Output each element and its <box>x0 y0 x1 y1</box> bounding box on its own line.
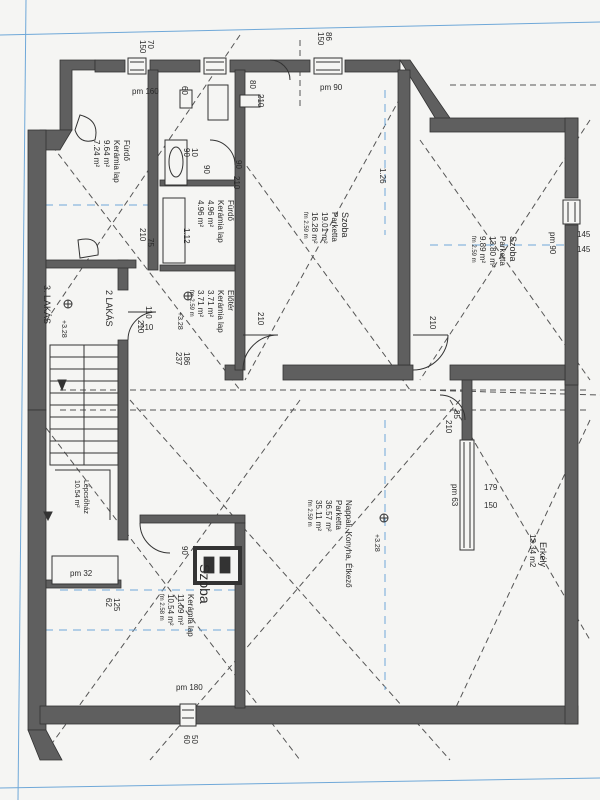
level-markers: +3.28 +3.28 +3.28 <box>60 291 389 552</box>
room-nappali-name: Nappali, Konyha, Étkező <box>344 500 353 588</box>
dim-145b: 145 <box>577 245 591 254</box>
dim-90c: 90 <box>202 165 211 174</box>
window-mark-pm90a: pm 90 <box>320 83 343 92</box>
room-szoba2-name: Szoba <box>508 236 518 262</box>
dimension-labels: 70 150 86 150 145 145 179 150 50 60 62 1… <box>104 32 591 744</box>
room-erkely-name: Erkély <box>538 542 548 568</box>
room-szoba3-area1: 11.09 m² <box>176 594 185 625</box>
room-eloter-area2: 3.71 m² <box>196 290 205 317</box>
room-erkely-area: 13.34 m2 <box>528 534 537 568</box>
room-nappali-floor: Parketta <box>334 500 343 530</box>
window-marks: pm 160 pm 90 pm 90 pm 63 pm 32 pm 180 <box>70 83 557 692</box>
dim-62: 62 <box>104 598 113 607</box>
svg-text:+3.28: +3.28 <box>60 320 67 338</box>
room-szoba2-area2: 9.89 m² <box>478 236 487 263</box>
windows <box>127 57 581 727</box>
dim-179: 179 <box>484 483 498 492</box>
dim-210e: 210 <box>232 176 241 190</box>
room-lepcso-name: Lépcsőház <box>82 480 89 514</box>
room-szoba1-height: fm 2.59 m <box>302 212 308 239</box>
fixtures <box>51 84 261 585</box>
room-furdo1-area1: 9.64 m² <box>102 140 111 167</box>
room-szoba3-name: Szoba <box>197 564 213 604</box>
ceiling-lines <box>45 90 570 690</box>
window-mark-pm160: pm 160 <box>132 87 159 96</box>
room-eloter-height: fm 2.59 m <box>188 290 194 317</box>
room-szoba2-area1: 13.80 m² <box>488 236 497 268</box>
dim-85: 85 <box>452 410 461 419</box>
dim-75: 75 <box>146 238 155 247</box>
room-lakas-value: 210 <box>140 323 154 332</box>
dim-210c: 210 <box>428 316 437 330</box>
dim-210d: 210 <box>138 228 147 242</box>
dim-90d: 90 <box>182 148 191 157</box>
level-marker-3: +3.28 <box>176 291 193 330</box>
dim-60: 60 <box>182 735 191 744</box>
dim-150c: 150 <box>484 501 498 510</box>
room-szoba3-floor: Kerámia lap <box>186 594 195 637</box>
dim-186: 186 <box>182 352 191 366</box>
walls <box>27 59 579 761</box>
room-furdo2-name: Fürdő <box>226 200 235 221</box>
room-lepcso-area: 10.54 m² <box>73 480 80 508</box>
dim-10: 10 <box>190 148 199 157</box>
room-furdo2-area1: 4.96 m² <box>206 200 215 227</box>
dim-60b: 60 <box>180 86 189 95</box>
window-mark-pm32: pm 32 <box>70 569 93 578</box>
level-marker-1: +3.28 <box>60 299 73 338</box>
window-mark-pm90b: pm 90 <box>548 232 557 255</box>
room-eloter-area1: 3.71 m² <box>206 290 215 317</box>
room-szoba1-floor: Parketta <box>330 212 339 242</box>
room-labels: Fürdő Kerámia lap 9.64 m² 7.24 m² Fürdő … <box>42 140 548 637</box>
dim-50: 50 <box>190 735 199 744</box>
dim-210g: 210 <box>444 420 453 434</box>
room-nappali-height: fm 2.59 m <box>306 500 312 527</box>
window-mark-pm63: pm 63 <box>450 484 459 507</box>
room-nappali-area1: 36.57 m² <box>324 500 333 532</box>
room-szoba2-height: fm 2.59 m <box>470 236 476 263</box>
room-eloter-floor: Kerámia lap <box>216 290 225 333</box>
room-furdo1-floor: Kerámia lap <box>112 140 121 183</box>
room-lakas3-name: 3. LAKÁS <box>42 285 52 324</box>
staircase <box>43 344 119 522</box>
dim-70: 70 <box>146 40 155 49</box>
room-furdo2-area2: 4.96 m² <box>196 200 205 227</box>
dim-210f: 210 <box>256 94 265 108</box>
dim-86: 86 <box>324 32 333 41</box>
room-eloter-name: Előtér <box>226 290 235 311</box>
dim-110: 110 <box>144 306 153 319</box>
dim-237: 237 <box>174 352 183 366</box>
level-marker-2: +3.28 <box>373 513 389 552</box>
room-furdo1-area2: 7.24 m² <box>92 140 101 167</box>
dim-90a: 90 <box>234 160 243 169</box>
room-nappali-area2: 35.11 m² <box>314 500 323 531</box>
dim-210a: 210 <box>136 320 145 334</box>
room-szoba1-area1: 19.01 m² <box>320 212 329 244</box>
dim-112: 1.12 <box>182 228 191 244</box>
dim-125: 125 <box>112 598 121 612</box>
svg-text:+3.28: +3.28 <box>176 312 183 330</box>
dim-150: 150 <box>138 40 147 54</box>
dim-145a: 145 <box>577 230 591 239</box>
room-lakas-name: 2 LAKÁS <box>104 290 114 327</box>
dim-150b: 150 <box>316 32 325 46</box>
window-mark-pm180: pm 180 <box>176 683 203 692</box>
room-szoba2-floor: Parketta <box>498 236 507 266</box>
dim-90b: 90 <box>180 546 189 555</box>
svg-text:+3.28: +3.28 <box>373 534 380 552</box>
room-furdo1-name: Fürdő <box>122 140 131 161</box>
dim-126: 1.26 <box>378 168 387 184</box>
room-szoba1-area2: 16.28 m² <box>310 212 319 244</box>
door-swings <box>127 59 466 554</box>
room-szoba3-height: fm 2.58 m <box>158 594 164 621</box>
dim-210b: 210 <box>256 312 265 326</box>
room-szoba1-name: Szoba <box>340 212 350 238</box>
roof-projection-lines <box>39 34 600 761</box>
room-szoba3-area2: 10.54 m² <box>166 594 175 626</box>
dim-80: 80 <box>248 80 257 89</box>
room-furdo2-floor: Kerámia lap <box>216 200 225 243</box>
